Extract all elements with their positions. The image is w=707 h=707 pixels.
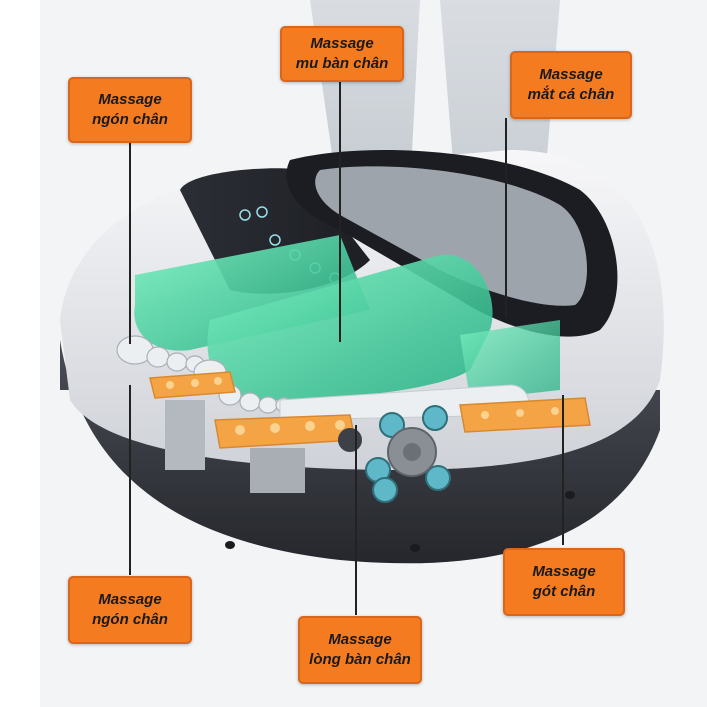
label-sole: Massage lòng bàn chân [298, 616, 422, 684]
label-heel-line1: Massage [532, 563, 596, 580]
label-heel: Massage gót chân [503, 548, 625, 616]
foot-right-glow [207, 254, 493, 400]
leader-toes-bottom [129, 385, 131, 575]
label-toes-top: Massage ngón chân [68, 77, 192, 143]
leader-ankle [505, 118, 507, 318]
foot-massager-illustration [60, 0, 664, 564]
label-sole-line1: Massage [328, 631, 392, 648]
foot-opening-inner [315, 166, 587, 306]
heel-glow [460, 320, 560, 400]
label-ankle: Massage mắt cá chân [510, 51, 632, 119]
label-toes-bottom-line1: Massage [98, 591, 162, 608]
label-toes-bottom-line2: ngón chân [92, 611, 168, 628]
leader-sole [355, 425, 357, 615]
label-instep-line2: mu bàn chân [295, 55, 389, 72]
label-instep-line1: Massage [310, 35, 374, 52]
base-holes [225, 491, 575, 552]
label-instep: Massage mu bàn chân [280, 26, 404, 82]
label-toes-top-line1: Massage [98, 91, 162, 108]
mechanism-post-left [165, 400, 205, 470]
label-toes-top-line2: ngón chân [92, 111, 168, 128]
leader-instep [339, 82, 341, 342]
label-ankle-line1: Massage [539, 66, 603, 83]
orange-rollers [149, 371, 591, 449]
label-toes-bottom: Massage ngón chân [68, 576, 192, 644]
label-heel-line2: gót chân [532, 583, 596, 600]
mechanism-post-mid [250, 448, 305, 493]
leader-heel [562, 395, 564, 545]
teal-roller-cluster [338, 405, 451, 503]
leader-toes-top [129, 142, 131, 344]
roller-nubs [166, 377, 559, 435]
label-sole-line2: lòng bàn chân [309, 651, 411, 668]
product-image: Massage mu bàn chân Massage mắt cá chân … [40, 0, 707, 707]
label-ankle-line2: mắt cá chân [527, 86, 615, 103]
